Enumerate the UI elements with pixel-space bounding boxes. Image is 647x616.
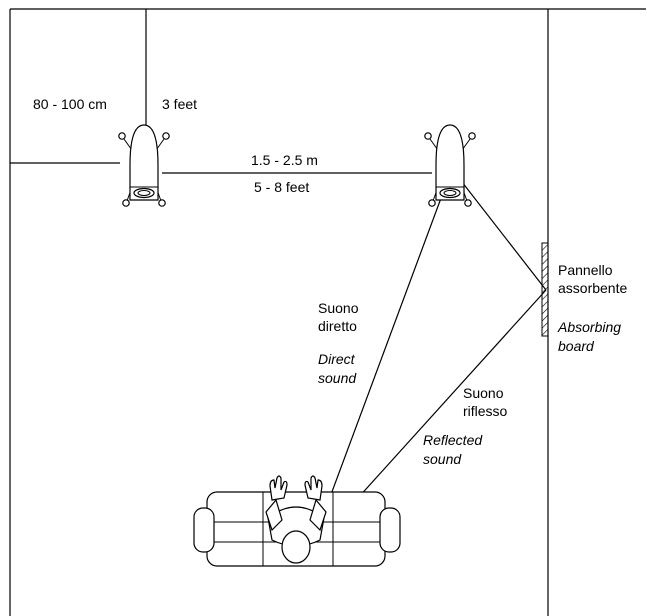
- wall-distance-metric-label: 80 - 100 cm: [33, 96, 107, 112]
- direct-sound-it-label-2: diretto: [318, 318, 357, 334]
- reflected-sound-it-label: Suono: [463, 385, 504, 401]
- wall-distance-imperial-label: 3 feet: [162, 96, 197, 112]
- direct-sound-en-label: Direct: [318, 351, 356, 367]
- reflected-sound-en-label-2: sound: [423, 451, 462, 467]
- absorbing-panel-en-label-2: board: [558, 338, 595, 354]
- speaker-spacing-metric-label: 1.5 - 2.5 m: [251, 152, 318, 168]
- direct-sound-en-label-2: sound: [318, 370, 357, 386]
- direct-sound-path: [309, 181, 448, 552]
- direct-sound-it-label: Suono: [318, 300, 359, 316]
- reflection-incident-path: [461, 181, 547, 291]
- absorbing-panel: [541, 242, 549, 337]
- right-speaker: [424, 124, 476, 207]
- left-speaker: [118, 124, 170, 207]
- absorbing-panel-it-label: Pannello: [558, 262, 613, 278]
- reflected-sound-en-label: Reflected: [423, 432, 483, 448]
- speaker-spacing-imperial-label: 5 - 8 feet: [254, 179, 309, 195]
- absorbing-panel-it-label-2: assorbente: [558, 280, 627, 296]
- reflected-sound-it-label-2: riflesso: [463, 403, 508, 419]
- diagram-labels: 80 - 100 cm 3 feet 1.5 - 2.5 m 5 - 8 fee…: [33, 96, 627, 467]
- listener: [265, 475, 327, 564]
- absorbing-panel-en-label: Absorbing: [557, 319, 621, 335]
